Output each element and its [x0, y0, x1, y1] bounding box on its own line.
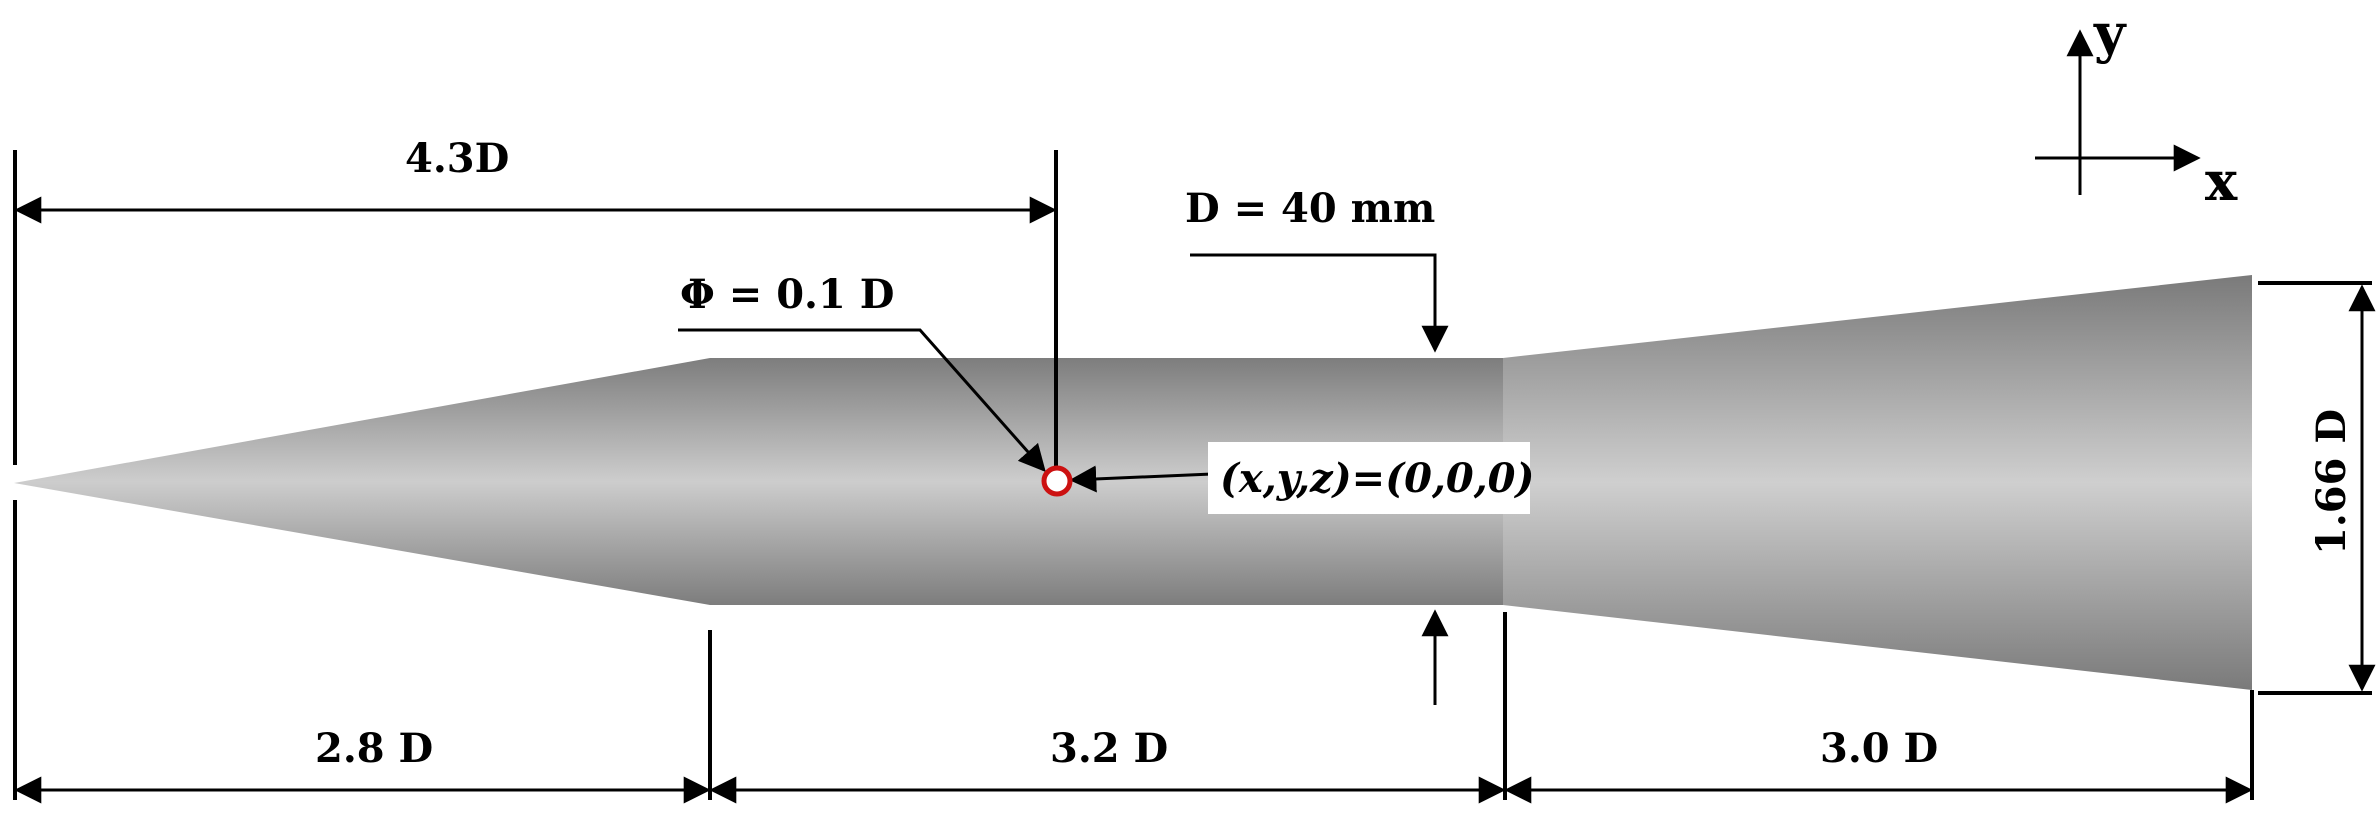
label-cylinder-length: 3.2 D — [1050, 725, 1168, 772]
label-diameter: D = 40 mm — [1185, 185, 1435, 232]
label-origin: (x,y,z)=(0,0,0) — [1220, 455, 1534, 502]
x-axis-label: x — [2205, 149, 2238, 213]
nose-cone — [14, 358, 710, 605]
label-4-3d: 4.3D — [405, 135, 509, 182]
origin-leader — [1069, 465, 1213, 493]
label-flare-diameter: 1.66 D — [2308, 409, 2355, 555]
hole-leader — [678, 328, 1046, 473]
label-flare-length: 3.0 D — [1820, 725, 1938, 772]
label-hole-diameter: Φ = 0.1 D — [680, 271, 894, 318]
y-axis-label: y — [2093, 1, 2127, 65]
hole-marker — [1041, 465, 1073, 497]
origin-label-box — [1208, 442, 1530, 514]
diameter-leader-top — [1190, 253, 1449, 353]
label-cone-length: 2.8 D — [315, 725, 433, 772]
flare-section — [1503, 275, 2252, 690]
